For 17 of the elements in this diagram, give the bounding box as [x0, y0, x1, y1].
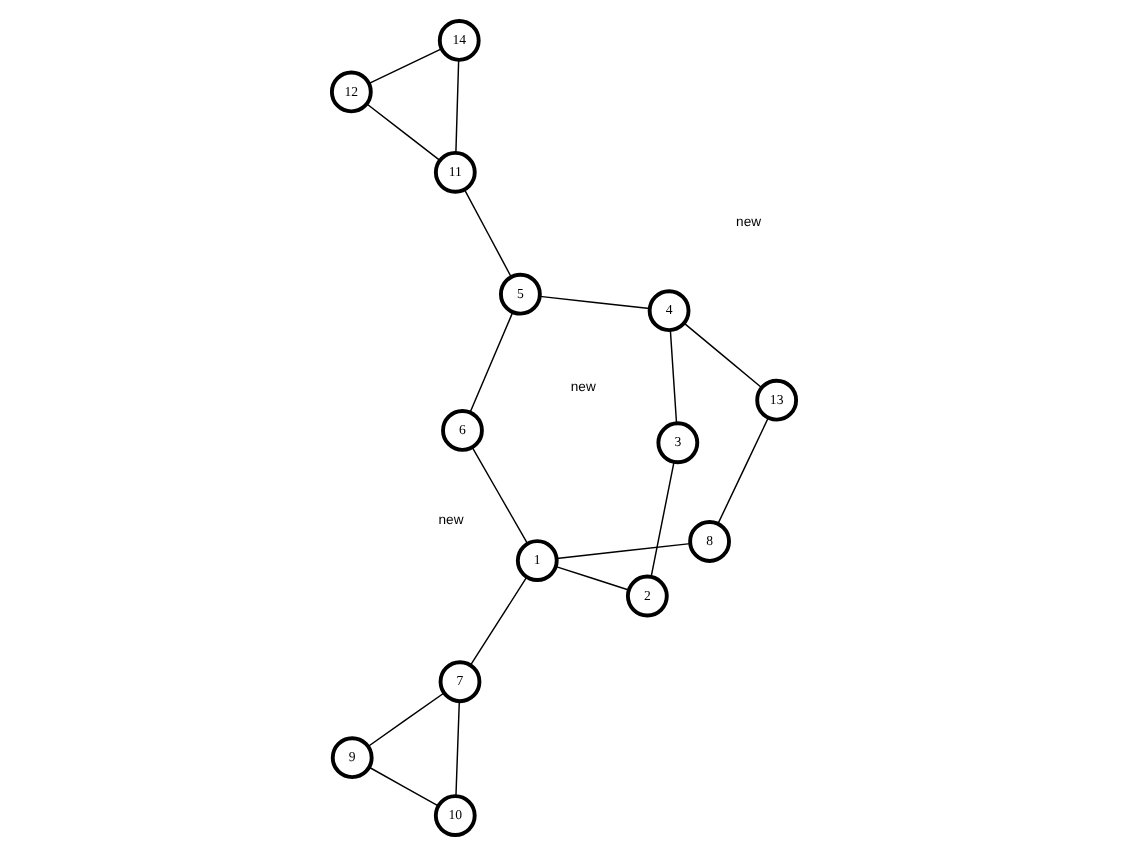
connector: [682, 322, 762, 389]
connector: [468, 311, 513, 414]
connector: [555, 542, 690, 560]
connector: [668, 329, 677, 424]
connector: [554, 565, 629, 591]
connector: [366, 692, 444, 748]
connector: [462, 189, 511, 278]
connector: [454, 59, 459, 154]
connector: [470, 446, 528, 545]
connector: [716, 417, 769, 525]
connector: [468, 576, 527, 666]
connector: [649, 461, 674, 578]
connector: [538, 295, 650, 310]
connector: [365, 103, 440, 161]
connector: [367, 48, 442, 85]
connector: [367, 766, 438, 807]
connector: [454, 700, 460, 797]
